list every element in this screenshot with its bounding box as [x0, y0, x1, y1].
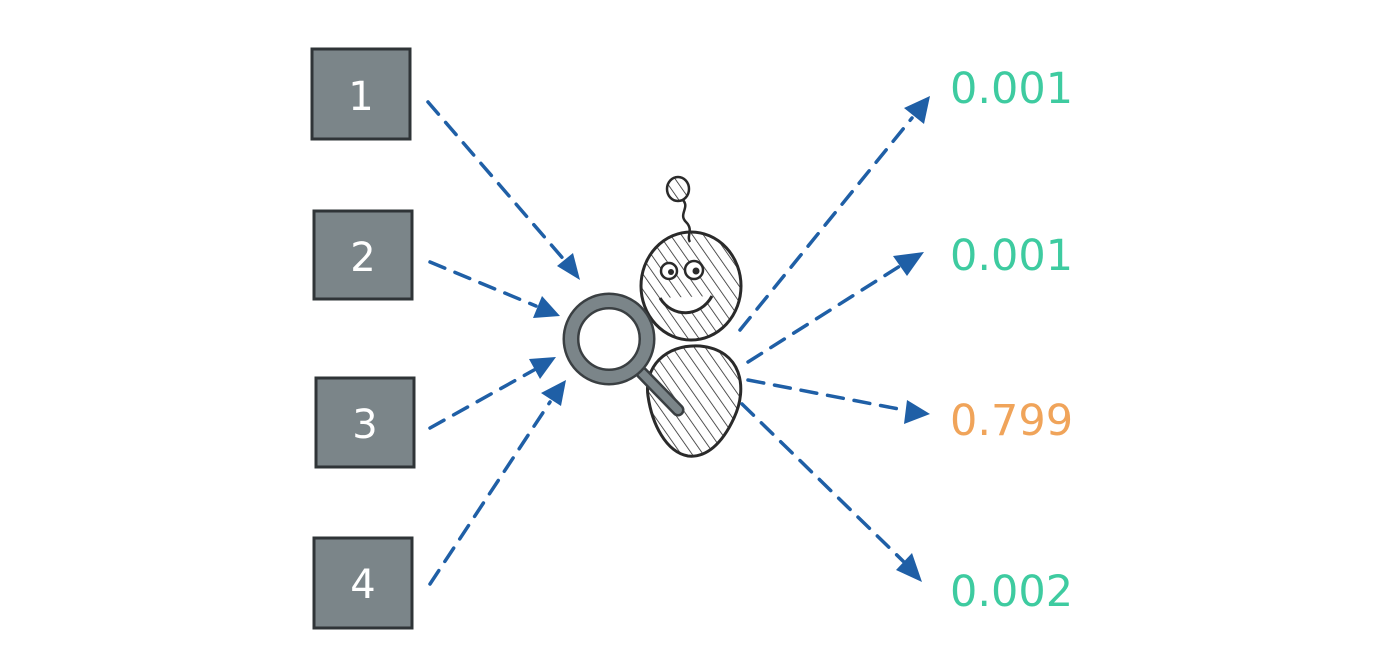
- arrow-in-1: [426, 100, 580, 280]
- arrow-out-1: [738, 96, 930, 332]
- input-box-4: 4: [312, 536, 414, 630]
- input-box-1-label: 1: [348, 74, 373, 120]
- score-3: 0.799: [950, 396, 1073, 446]
- input-box-3: 3: [314, 376, 416, 469]
- score-4: 0.002: [950, 567, 1073, 617]
- arrow-out-2: [746, 252, 924, 364]
- magnifying-glass-icon: [562, 292, 685, 417]
- input-box-1: 1: [310, 47, 412, 141]
- input-box-3-label: 3: [352, 402, 377, 448]
- input-box-4-label: 4: [350, 562, 375, 608]
- arrow-in-4: [428, 380, 566, 586]
- arrow-out-4: [740, 402, 922, 582]
- arrow-in-3: [428, 357, 556, 430]
- score-2: 0.001: [950, 231, 1073, 281]
- arrow-in-2: [428, 260, 560, 318]
- input-box-2: 2: [312, 209, 414, 301]
- score-1: 0.001: [950, 64, 1073, 114]
- robot-icon: [639, 175, 743, 458]
- input-box-2-label: 2: [350, 235, 375, 281]
- arrow-out-3: [746, 378, 930, 424]
